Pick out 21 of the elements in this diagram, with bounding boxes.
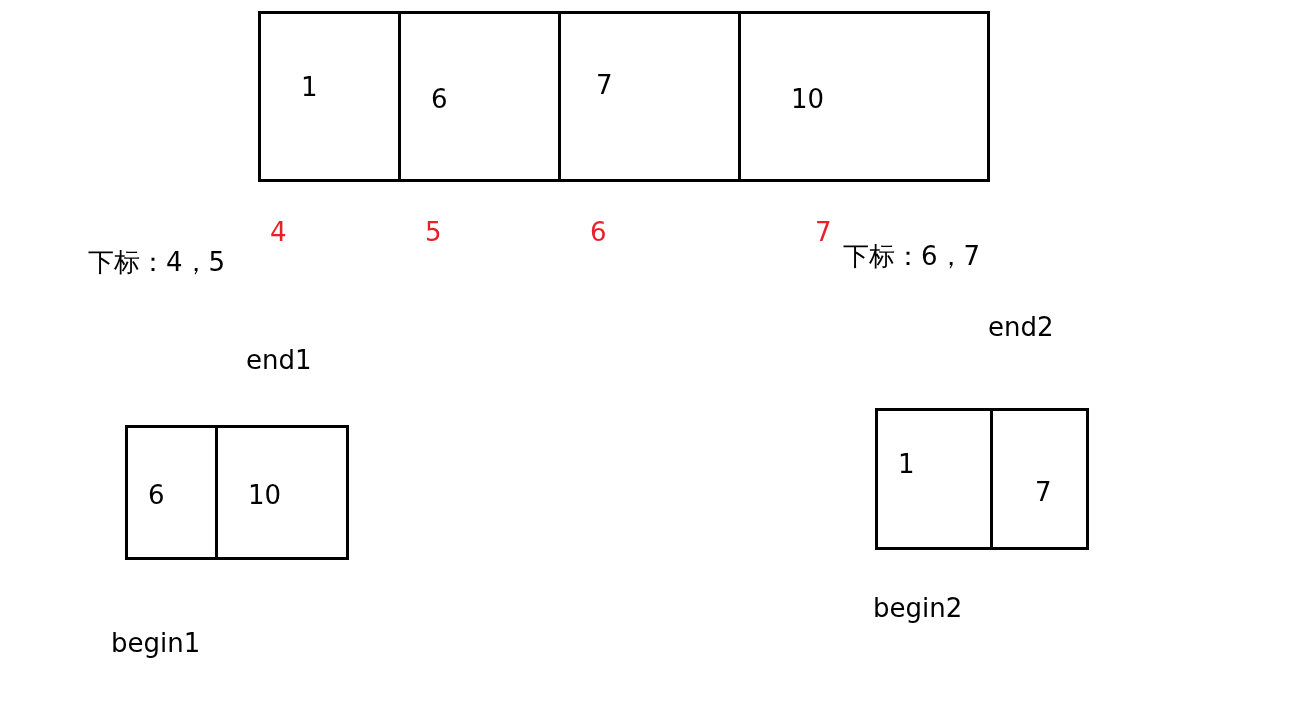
index-number: 5 (425, 217, 442, 247)
index-number: 6 (590, 217, 607, 247)
cell-value: 10 (248, 480, 282, 510)
annotation-text: 下标：4，5 (88, 247, 226, 277)
annotation-text: end2 (988, 312, 1054, 342)
index-number: 4 (270, 217, 287, 247)
annotation-text: begin1 (111, 628, 201, 658)
cell-value: 7 (596, 70, 613, 100)
cell-value: 6 (148, 480, 165, 510)
array-box (875, 408, 1089, 550)
annotation-text: begin2 (873, 593, 963, 623)
index-number: 7 (815, 217, 832, 247)
annotation-text: 下标：6，7 (843, 241, 981, 271)
cell-value: 10 (791, 84, 825, 114)
annotation-text: end1 (246, 345, 312, 375)
cell-value: 1 (301, 72, 318, 102)
cell-value: 7 (1035, 477, 1052, 507)
cell-value: 1 (898, 449, 915, 479)
cell-value: 6 (431, 84, 448, 114)
array-box (258, 11, 990, 182)
array-box (125, 425, 349, 560)
